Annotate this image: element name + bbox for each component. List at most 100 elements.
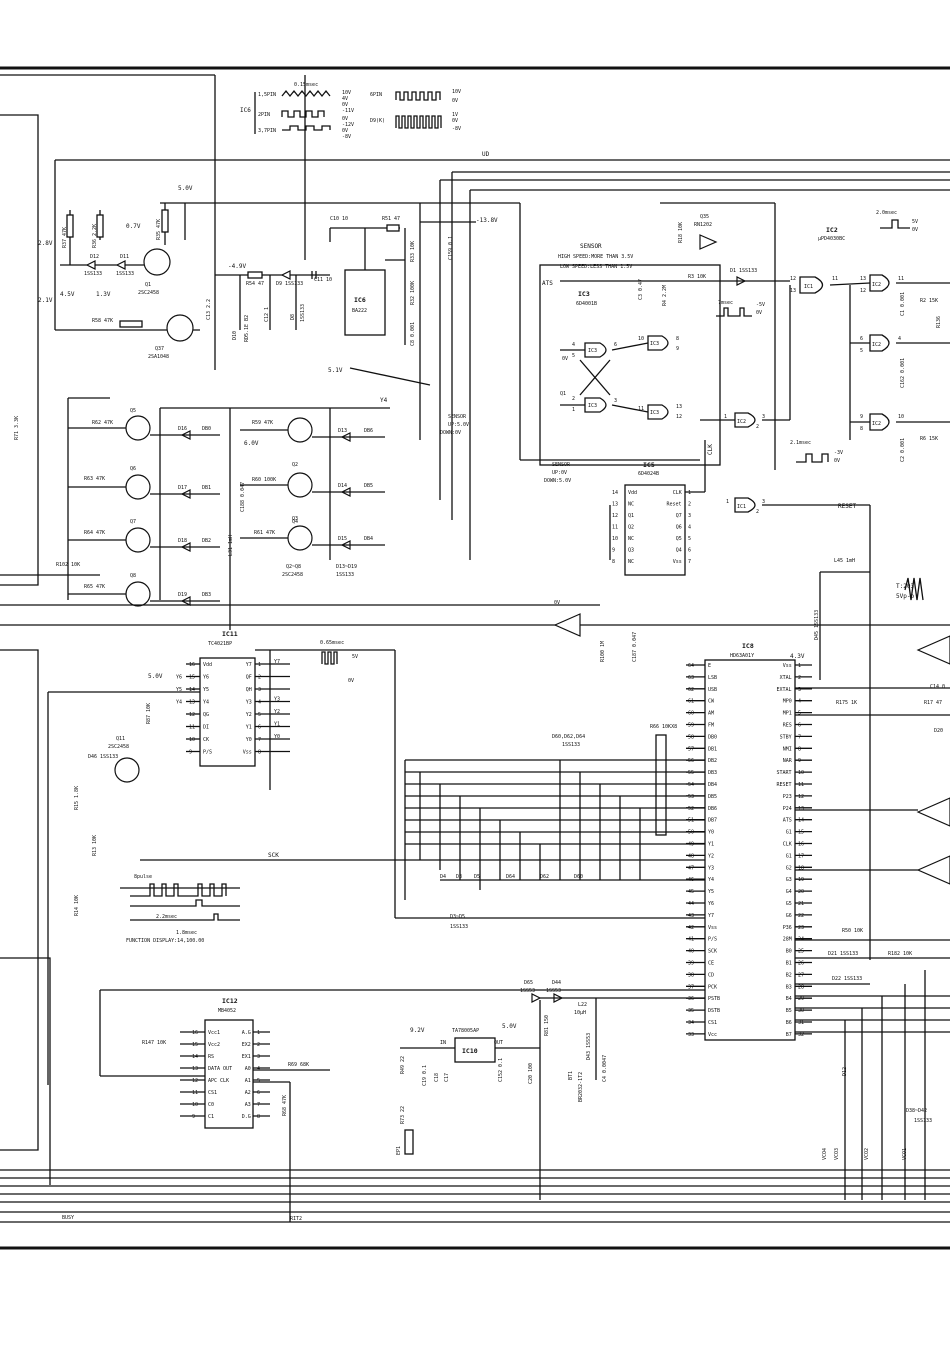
wave-level-d0: 10V	[452, 89, 461, 95]
ic8-pin-number: 10	[798, 770, 804, 776]
ic8-pin-number: 14	[798, 818, 804, 824]
ic11-pin-number: 13	[189, 700, 195, 706]
ic8-pin-number: 4	[798, 699, 801, 705]
d10-label: D10	[232, 331, 238, 340]
d15-label: D15	[338, 536, 347, 542]
ic8-pin-number: 24	[798, 937, 804, 943]
d60-part: 1SS133	[562, 742, 580, 748]
c4-label: C4 0.0047	[602, 1055, 608, 1082]
r87-label: R87 10K	[146, 703, 152, 724]
q1-part: 2SC2458	[138, 290, 159, 296]
r14-label: R14 10K	[74, 895, 80, 916]
wave-t21-3v: -3V	[834, 450, 843, 456]
ic12-pin-number: 16	[192, 1030, 198, 1036]
ic8-pin-signal: G2	[786, 865, 792, 871]
ic8-pin-number: 61	[688, 699, 694, 705]
pin-ic3-10: 10	[638, 336, 644, 342]
ic12-pin-number: 14	[192, 1054, 198, 1060]
ic5-pin-signal: Vdd	[628, 490, 637, 496]
ic3-logic: SENSOR HIGH SPEED:MORE THAN 3.5V LOW SPE…	[440, 214, 790, 484]
ic8-pin-number: 45	[688, 889, 694, 895]
ats-label: ATS	[542, 280, 553, 287]
ic2-pin-number: 10	[898, 414, 904, 420]
ic11-pin-signal: Y3	[246, 700, 252, 706]
q37-ref: Q37	[155, 346, 164, 352]
ic8-pin-number: 11	[798, 782, 804, 788]
wave-level-e1: 0V	[452, 118, 458, 124]
ic8-pin-number: 13	[798, 806, 804, 812]
wave-level-a0: 10V	[342, 90, 351, 96]
clk-label: CLK	[707, 444, 714, 455]
ic11-pin-number: 16	[189, 662, 195, 668]
ic8-pin-signal: ATS	[783, 818, 792, 824]
d45-label: D45 1SS133	[814, 610, 820, 640]
c1-label: C1 0.001	[900, 292, 906, 316]
ic8-pin-number: 31	[798, 1020, 804, 1026]
db2-label: DB2	[202, 538, 211, 544]
ic8-pin-signal: NAR	[783, 758, 793, 764]
v45-label: 4.5V	[60, 291, 75, 298]
ic8-pin-signal: P/S	[708, 937, 717, 943]
r61-label: R61 47K	[254, 530, 275, 536]
d46-label: D46 1SS133	[88, 754, 118, 760]
ic11-pin-number: 2	[258, 675, 261, 681]
ic8-right-pins: 1Vss2XTAL3EXTAL4MP05MP16RES7STBY8NMI9NAR…	[777, 663, 812, 1038]
ic3-gate-b	[584, 397, 607, 413]
pin-ic3-1: 1	[572, 407, 575, 413]
ic8-pin-number: 16	[798, 842, 804, 848]
ic8-pin-signal: CS1	[708, 1020, 717, 1026]
wave-0v: 0V	[756, 310, 762, 316]
ic8-pin-number: 6	[798, 723, 801, 729]
d3d5-part: 1SS133	[450, 924, 468, 930]
ic2-pin-number: 9	[860, 414, 863, 420]
q6-symbol	[125, 474, 151, 500]
ic8-pin-number: 35	[688, 1008, 694, 1014]
ic1-gate	[799, 276, 824, 294]
c12-label: C12 1	[264, 307, 270, 322]
ic8-pin-signal: USB	[708, 687, 717, 693]
r49-label: R49 22	[400, 1056, 406, 1074]
ic1-pin-number: 3	[762, 499, 765, 505]
t5vp-label: 5Vp-p	[896, 593, 914, 600]
d65-symbol	[531, 993, 542, 1003]
d21-label: D21 1SS133	[828, 951, 858, 957]
ic8-pin-number: 3	[798, 687, 801, 693]
ic12-pin-number: 3	[257, 1054, 260, 1060]
ic2-gates: IC2 µPD4030BC 2.0msec 5V 0V IC1 IC2 IC2 …	[700, 210, 950, 960]
ic11-pin-signal: Y6	[203, 675, 209, 681]
ic3-name: IC3	[578, 290, 590, 298]
ic8-pin-signal: B5	[786, 1008, 792, 1014]
function-display-timing: 8pulse 2.2msec 1.8msec FUNCTION DISPLAY:…	[120, 874, 240, 944]
ic11-pin-number: 11	[189, 725, 195, 731]
q4-label: Q4	[292, 519, 298, 525]
ic8-pin-signal: B2	[786, 972, 792, 978]
r37-body	[66, 214, 74, 238]
page-frame	[0, 66, 950, 1250]
ic8-pin-number: 36	[688, 996, 694, 1002]
ic2-pin-number: 5	[860, 348, 863, 354]
r136-label: R136	[936, 316, 942, 328]
d13-label: D13	[338, 428, 347, 434]
ic8-pin-signal: START	[777, 770, 792, 776]
matrix-diode-4: D62	[540, 874, 549, 880]
d13d19-label: D13~D19	[336, 564, 357, 570]
ic8-pin-number: 63	[688, 675, 694, 681]
t18-label: 1.8msec	[176, 930, 197, 936]
ep1-label: EP1	[396, 1146, 402, 1155]
d14-label: D14	[338, 483, 347, 489]
l22-label: L22	[578, 1002, 587, 1008]
ic5-pin-number: 9	[612, 548, 615, 554]
c152-label: C152 0.1	[498, 1058, 504, 1082]
pin-ic3-5: 5	[572, 353, 575, 359]
pin-ic3-11: 11	[638, 406, 644, 412]
ic11-v50: 5.0V	[148, 673, 163, 680]
ic2-part: µPD4030BC	[818, 236, 845, 242]
ic8-pin-signal: CE	[708, 961, 714, 967]
sensor-b-down: DOWN:5.0V	[544, 478, 571, 484]
r58-label: R58 47K	[92, 318, 113, 324]
ic8-pin-signal: DB2	[708, 758, 717, 764]
sensor-b-title: SENSOR	[552, 462, 571, 468]
r147-label: R147 10K	[142, 1040, 166, 1046]
ic8-pin-signal: P36	[783, 925, 792, 931]
ic8-pin-number: 19	[798, 877, 804, 883]
